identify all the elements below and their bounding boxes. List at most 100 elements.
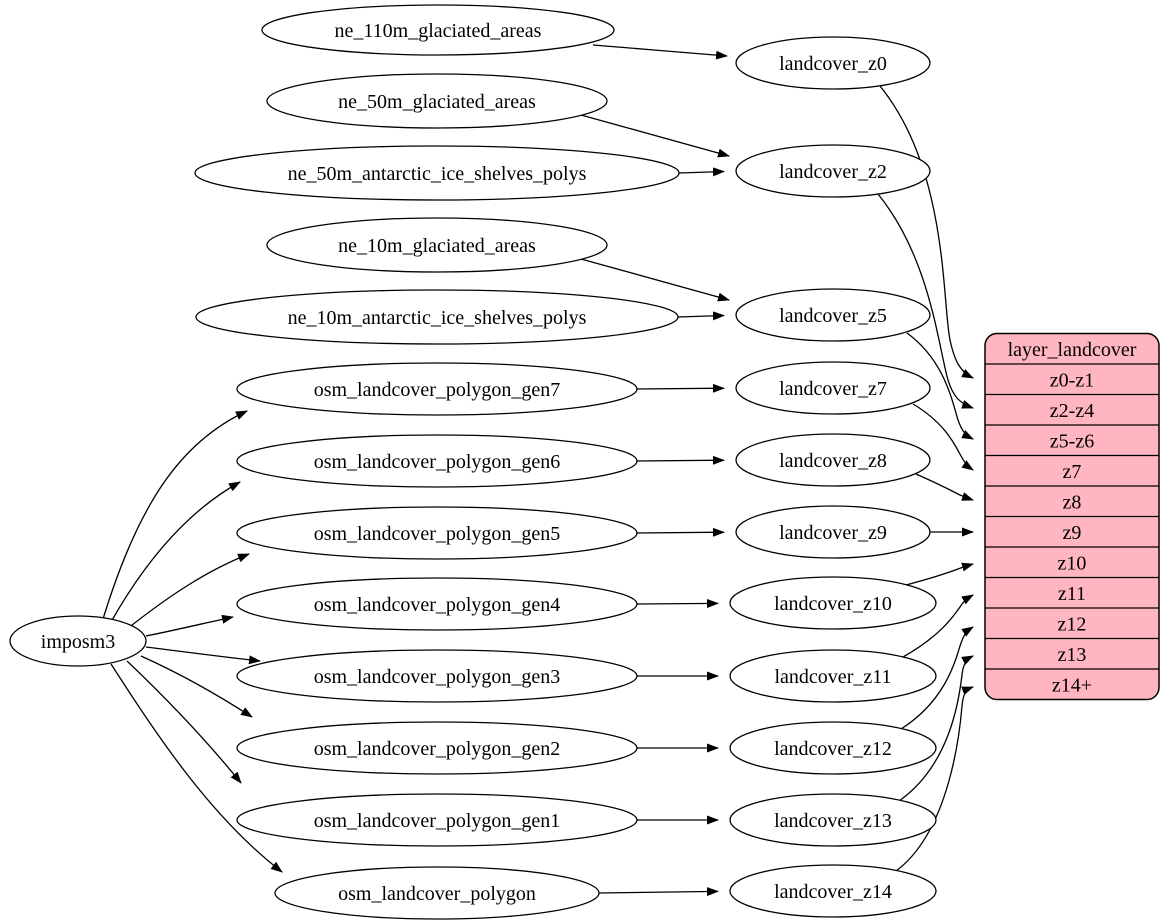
edge-imposm3-to-osm_landcover_polygon_gen7 — [102, 410, 248, 620]
node-label-ne_10m_glaciated_areas: ne_10m_glaciated_areas — [338, 235, 536, 257]
edge-imposm3-to-osm_landcover_polygon_gen4 — [145, 614, 234, 637]
node-ne_10m_glaciated_areas: ne_10m_glaciated_areas — [266, 217, 608, 273]
node-label-osm_landcover_polygon_gen7: osm_landcover_polygon_gen7 — [314, 379, 561, 401]
node-label-osm_landcover_polygon_gen5: osm_landcover_polygon_gen5 — [314, 523, 561, 545]
node-ellipse — [274, 866, 600, 920]
node-label-osm_landcover_polygon_gen6: osm_landcover_polygon_gen6 — [314, 451, 561, 473]
edge-landcover_z11-to-layer_landcover-z11 — [902, 594, 974, 658]
node-ne_10m_antarctic_ice_shelves_polys: ne_10m_antarctic_ice_shelves_polys — [195, 289, 679, 345]
node-landcover_z10: landcover_z10 — [729, 576, 937, 630]
edge-landcover_z0-to-layer_landcover-z0-z1 — [879, 85, 974, 379]
table-row-z7: z7 — [1063, 461, 1082, 483]
edges-layer — [102, 44, 974, 897]
node-label-imposm3: imposm3 — [41, 631, 115, 653]
edge-landcover_z8-to-layer_landcover-z8 — [915, 473, 974, 501]
node-ellipse — [729, 721, 937, 775]
node-ellipse — [236, 793, 638, 847]
edge-osm_landcover_polygon_gen6-to-landcover_z8 — [636, 455, 725, 465]
node-ellipse — [729, 576, 937, 630]
edge-landcover_z12-to-layer_landcover-z12 — [900, 626, 974, 730]
edge-ne_50m_antarctic_ice_shelves_polys-to-landcover_z2 — [678, 167, 725, 177]
table-row-z14+: z14+ — [1052, 674, 1092, 696]
node-ellipse — [236, 649, 638, 703]
table-row-z13: z13 — [1058, 644, 1087, 666]
node-landcover_z9: landcover_z9 — [735, 505, 931, 559]
node-label-osm_landcover_polygon_gen2: osm_landcover_polygon_gen2 — [314, 738, 561, 760]
node-landcover_z8: landcover_z8 — [735, 433, 931, 487]
table-row-z2-z4: z2-z4 — [1050, 400, 1094, 422]
edge-landcover_z5-to-layer_landcover-z5-z6 — [906, 332, 974, 440]
edge-osm_landcover_polygon_gen4-to-landcover_z10 — [636, 598, 719, 608]
node-imposm3: imposm3 — [9, 615, 147, 667]
node-ellipse — [266, 217, 608, 273]
node-ne_110m_glaciated_areas: ne_110m_glaciated_areas — [261, 4, 615, 56]
node-label-osm_landcover_polygon_gen4: osm_landcover_polygon_gen4 — [314, 594, 561, 616]
node-ellipse — [735, 144, 931, 198]
node-ellipse — [266, 73, 608, 129]
table-row-z8: z8 — [1063, 491, 1082, 513]
node-ellipse — [729, 649, 937, 703]
node-landcover_z11: landcover_z11 — [729, 649, 937, 703]
node-label-landcover_z2: landcover_z2 — [779, 161, 887, 183]
node-label-landcover_z9: landcover_z9 — [779, 522, 887, 544]
node-label-landcover_z0: landcover_z0 — [779, 53, 887, 75]
node-label-osm_landcover_polygon: osm_landcover_polygon — [338, 883, 536, 905]
edge-osm_landcover_polygon_gen5-to-landcover_z9 — [636, 527, 725, 537]
node-ellipse — [236, 434, 638, 488]
node-landcover_z14: landcover_z14 — [729, 864, 937, 918]
node-ellipse — [194, 145, 680, 201]
node-label-landcover_z10: landcover_z10 — [774, 593, 892, 615]
node-label-osm_landcover_polygon_gen1: osm_landcover_polygon_gen1 — [314, 810, 561, 832]
edge-ne_10m_antarctic_ice_shelves_polys-to-landcover_z5 — [677, 311, 725, 321]
node-label-landcover_z5: landcover_z5 — [779, 305, 887, 327]
node-ellipse — [735, 505, 931, 559]
table-row-z0-z1: z0-z1 — [1050, 369, 1094, 391]
node-ellipse — [236, 362, 638, 416]
node-ellipse — [729, 864, 937, 918]
node-osm_landcover_polygon_gen2: osm_landcover_polygon_gen2 — [236, 721, 638, 775]
node-ellipse — [236, 506, 638, 560]
table-row-z5-z6: z5-z6 — [1050, 430, 1094, 452]
node-osm_landcover_polygon_gen1: osm_landcover_polygon_gen1 — [236, 793, 638, 847]
node-label-ne_50m_glaciated_areas: ne_50m_glaciated_areas — [338, 91, 536, 113]
edge-osm_landcover_polygon_gen7-to-landcover_z7 — [636, 383, 725, 393]
table-layer_landcover: layer_landcover z0-z1 z2-z4 z5-z6 z7 z8 z9 z10 z… — [984, 332, 1160, 701]
node-osm_landcover_polygon_gen3: osm_landcover_polygon_gen3 — [236, 649, 638, 703]
table-row-z12: z12 — [1058, 613, 1087, 635]
table-title: layer_landcover — [1008, 339, 1137, 361]
node-ellipse — [261, 4, 615, 56]
edge-imposm3-to-osm_landcover_polygon_gen2 — [140, 655, 253, 718]
node-ne_50m_antarctic_ice_shelves_polys: ne_50m_antarctic_ice_shelves_polys — [194, 145, 680, 201]
node-label-ne_110m_glaciated_areas: ne_110m_glaciated_areas — [335, 20, 542, 42]
edge-ne_110m_glaciated_areas-to-landcover_z0 — [592, 44, 728, 60]
node-ellipse — [9, 615, 147, 667]
node-ellipse — [735, 361, 931, 415]
node-landcover_z2: landcover_z2 — [735, 144, 931, 198]
node-ellipse — [735, 433, 931, 487]
edge-imposm3-to-osm_landcover_polygon_gen6 — [110, 481, 241, 623]
node-label-landcover_z8: landcover_z8 — [779, 450, 887, 472]
node-landcover_z13: landcover_z13 — [729, 793, 937, 847]
node-landcover_z5: landcover_z5 — [735, 288, 931, 342]
edge-ne_50m_glaciated_areas-to-landcover_z2 — [580, 114, 730, 158]
table-layer: layer_landcover z0-z1 z2-z4 z5-z6 z7 z8 z9 z10 z… — [984, 332, 1160, 701]
table-row-z10: z10 — [1058, 552, 1087, 574]
edge-imposm3-to-osm_landcover_polygon_gen1 — [126, 660, 242, 784]
node-landcover_z0: landcover_z0 — [735, 36, 931, 90]
node-osm_landcover_polygon_gen7: osm_landcover_polygon_gen7 — [236, 362, 638, 416]
node-label-landcover_z13: landcover_z13 — [774, 810, 892, 832]
node-ellipse — [236, 721, 638, 775]
node-landcover_z7: landcover_z7 — [735, 361, 931, 415]
node-label-landcover_z11: landcover_z11 — [775, 666, 892, 688]
node-landcover_z12: landcover_z12 — [729, 721, 937, 775]
node-ellipse — [735, 288, 931, 342]
node-osm_landcover_polygon_gen5: osm_landcover_polygon_gen5 — [236, 506, 638, 560]
node-osm_landcover_polygon_gen6: osm_landcover_polygon_gen6 — [236, 434, 638, 488]
node-osm_landcover_polygon_gen4: osm_landcover_polygon_gen4 — [236, 577, 638, 631]
node-ellipse — [729, 793, 937, 847]
edge-landcover_z13-to-layer_landcover-z13 — [898, 655, 974, 802]
table-row-z9: z9 — [1063, 522, 1082, 544]
edge-landcover_z14-to-layer_landcover-z14+ — [895, 686, 974, 872]
